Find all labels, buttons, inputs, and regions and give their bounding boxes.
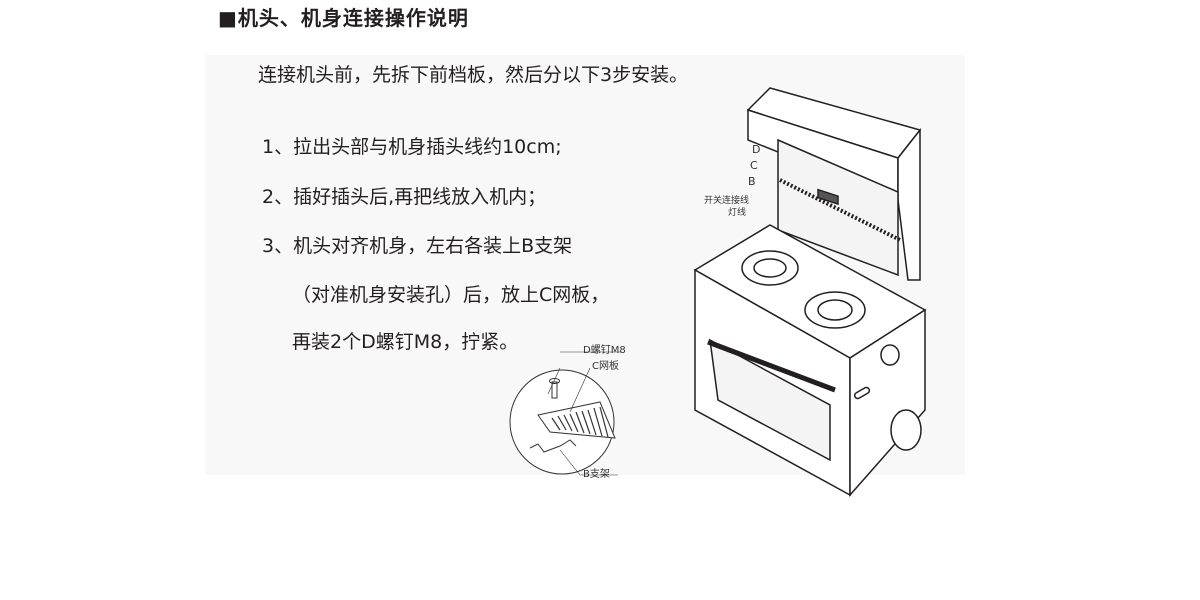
step-3: 3、机头对齐机身，左右各装上B支架 [262,235,573,257]
label-switch-wire: 开关连接线 [704,196,750,206]
label-b: B [748,175,756,188]
stove-diagram [693,87,927,497]
label-b-bracket: B支架 [583,469,610,480]
step-3-line-3: 再装2个D螺钉M8，拧紧。 [292,331,519,353]
label-light-wire: 灯线 [728,208,747,218]
label-d-screw: D螺钉M8 [583,345,626,356]
step-2: 2、插好插头后,再把线放入机内； [262,186,547,208]
label-d: D [752,143,761,156]
step-1: 1、拉出头部与机身插头线约10cm; [262,136,562,158]
bracket-detail-diagram [509,351,622,476]
intro-text: 连接机头前，先拆下前档板，然后分以下3步安装。 [258,64,689,86]
label-c: C [750,159,758,172]
section-title: ■机头、机身连接操作说明 [218,6,469,30]
label-c-grill: C网板 [592,361,619,372]
step-3-line-2: （对准机身安装孔）后，放上C网板， [292,284,610,306]
